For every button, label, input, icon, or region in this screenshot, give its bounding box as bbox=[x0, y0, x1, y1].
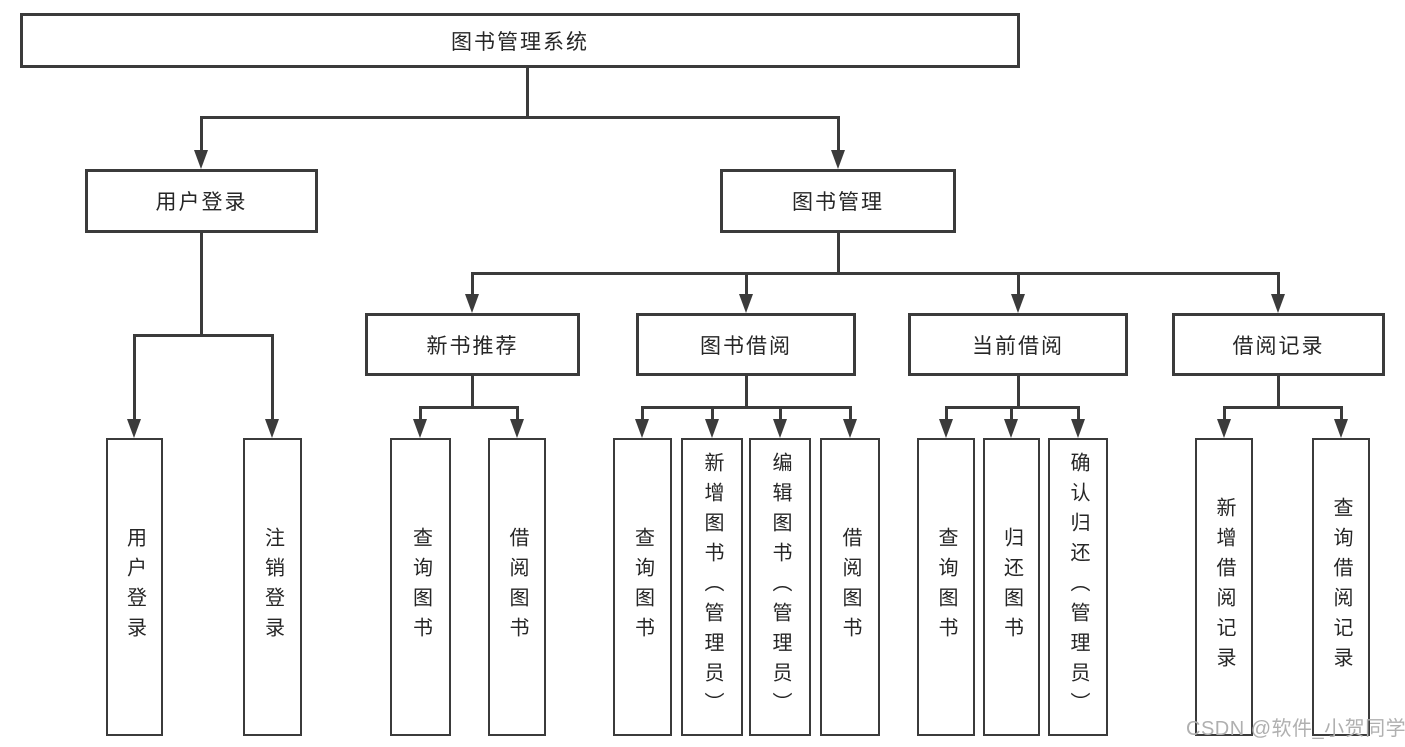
arrow-down-icon bbox=[939, 419, 953, 438]
node-borrow-records: 借阅记录 bbox=[1172, 313, 1385, 376]
connector-vline bbox=[1277, 376, 1280, 408]
connector-hline bbox=[200, 116, 839, 119]
node-book-management-branch: 图书管理 bbox=[720, 169, 956, 233]
leaf-edit-books-admin: 编辑图书（管理员） bbox=[749, 438, 811, 736]
connector-vline bbox=[1017, 272, 1020, 296]
arrow-down-icon bbox=[465, 294, 479, 313]
connector-vline bbox=[745, 376, 748, 408]
leaf-add-borrow-record: 新增借阅记录 bbox=[1195, 438, 1253, 736]
connector-vline bbox=[849, 406, 852, 421]
arrow-down-icon bbox=[194, 150, 208, 169]
connector-hline bbox=[1223, 406, 1342, 409]
connector-vline bbox=[641, 406, 644, 421]
connector-vline bbox=[1223, 406, 1226, 421]
arrow-down-icon bbox=[1271, 294, 1285, 313]
connector-vline bbox=[711, 406, 714, 421]
arrow-down-icon bbox=[1217, 419, 1231, 438]
leaf-query-books-recommend: 查询图书 bbox=[390, 438, 451, 736]
leaf-label: 确认归还（管理员） bbox=[1067, 452, 1089, 722]
leaf-label: 查询图书 bbox=[935, 527, 957, 647]
connector-vline bbox=[745, 272, 748, 296]
node-book-borrow: 图书借阅 bbox=[636, 313, 856, 376]
csdn-watermark: CSDN @软件_小贺同学 bbox=[1186, 718, 1405, 740]
connector-vline bbox=[1010, 406, 1013, 421]
node-user-login-branch: 用户登录 bbox=[85, 169, 318, 233]
arrow-down-icon bbox=[705, 419, 719, 438]
arrow-down-icon bbox=[773, 419, 787, 438]
leaf-borrow-books-recommend: 借阅图书 bbox=[488, 438, 546, 736]
connector-vline bbox=[200, 233, 203, 336]
leaf-label: 新增图书（管理员） bbox=[701, 452, 723, 722]
leaf-label: 借阅图书 bbox=[839, 527, 861, 647]
connector-vline bbox=[1277, 272, 1280, 296]
leaf-add-books-admin: 新增图书（管理员） bbox=[681, 438, 743, 736]
arrow-down-icon bbox=[635, 419, 649, 438]
leaf-label: 归还图书 bbox=[1000, 527, 1023, 647]
connector-vline bbox=[419, 406, 422, 421]
arrow-down-icon bbox=[1011, 294, 1025, 313]
leaf-borrow-books-borrow: 借阅图书 bbox=[820, 438, 880, 736]
arrow-down-icon bbox=[1334, 419, 1348, 438]
leaf-confirm-return-admin: 确认归还（管理员） bbox=[1048, 438, 1108, 736]
node-book-management-system: 图书管理系统 bbox=[20, 13, 1020, 68]
connector-vline bbox=[133, 334, 136, 421]
connector-hline bbox=[419, 406, 519, 409]
leaf-label: 借阅图书 bbox=[506, 527, 528, 647]
arrow-down-icon bbox=[843, 419, 857, 438]
connector-vline bbox=[945, 406, 948, 421]
connector-vline bbox=[1340, 406, 1343, 421]
arrow-down-icon bbox=[1071, 419, 1085, 438]
connector-vline bbox=[516, 406, 519, 421]
leaf-label: 注销登录 bbox=[261, 527, 284, 647]
connector-vline bbox=[837, 116, 840, 152]
connector-hline bbox=[133, 334, 274, 337]
arrow-down-icon bbox=[127, 419, 141, 438]
connector-vline bbox=[1017, 376, 1020, 408]
connector-vline bbox=[471, 272, 474, 296]
leaf-label: 用户登录 bbox=[123, 527, 146, 647]
leaf-label: 查询图书 bbox=[631, 527, 654, 647]
leaf-label: 查询借阅记录 bbox=[1330, 497, 1352, 677]
leaf-query-borrow-record: 查询借阅记录 bbox=[1312, 438, 1370, 736]
arrow-down-icon bbox=[413, 419, 427, 438]
arrow-down-icon bbox=[510, 419, 524, 438]
leaf-return-books: 归还图书 bbox=[983, 438, 1040, 736]
leaf-label: 新增借阅记录 bbox=[1213, 497, 1235, 677]
connector-vline bbox=[471, 376, 474, 408]
connector-vline bbox=[1077, 406, 1080, 421]
leaf-query-books-borrow: 查询图书 bbox=[613, 438, 672, 736]
arrow-down-icon bbox=[739, 294, 753, 313]
connector-vline bbox=[526, 68, 529, 118]
node-new-book-recommend: 新书推荐 bbox=[365, 313, 580, 376]
connector-vline bbox=[271, 334, 274, 421]
arrow-down-icon bbox=[831, 150, 845, 169]
arrow-down-icon bbox=[1004, 419, 1018, 438]
connector-vline bbox=[200, 116, 203, 152]
leaf-user-login: 用户登录 bbox=[106, 438, 163, 736]
leaf-query-books-current: 查询图书 bbox=[917, 438, 975, 736]
leaf-label: 编辑图书（管理员） bbox=[769, 452, 791, 722]
connector-vline bbox=[779, 406, 782, 421]
node-current-borrow: 当前借阅 bbox=[908, 313, 1128, 376]
arrow-down-icon bbox=[265, 419, 279, 438]
connector-hline bbox=[471, 272, 1280, 275]
leaf-logout: 注销登录 bbox=[243, 438, 302, 736]
connector-vline bbox=[837, 233, 840, 274]
connector-hline bbox=[641, 406, 851, 409]
leaf-label: 查询图书 bbox=[409, 527, 432, 647]
